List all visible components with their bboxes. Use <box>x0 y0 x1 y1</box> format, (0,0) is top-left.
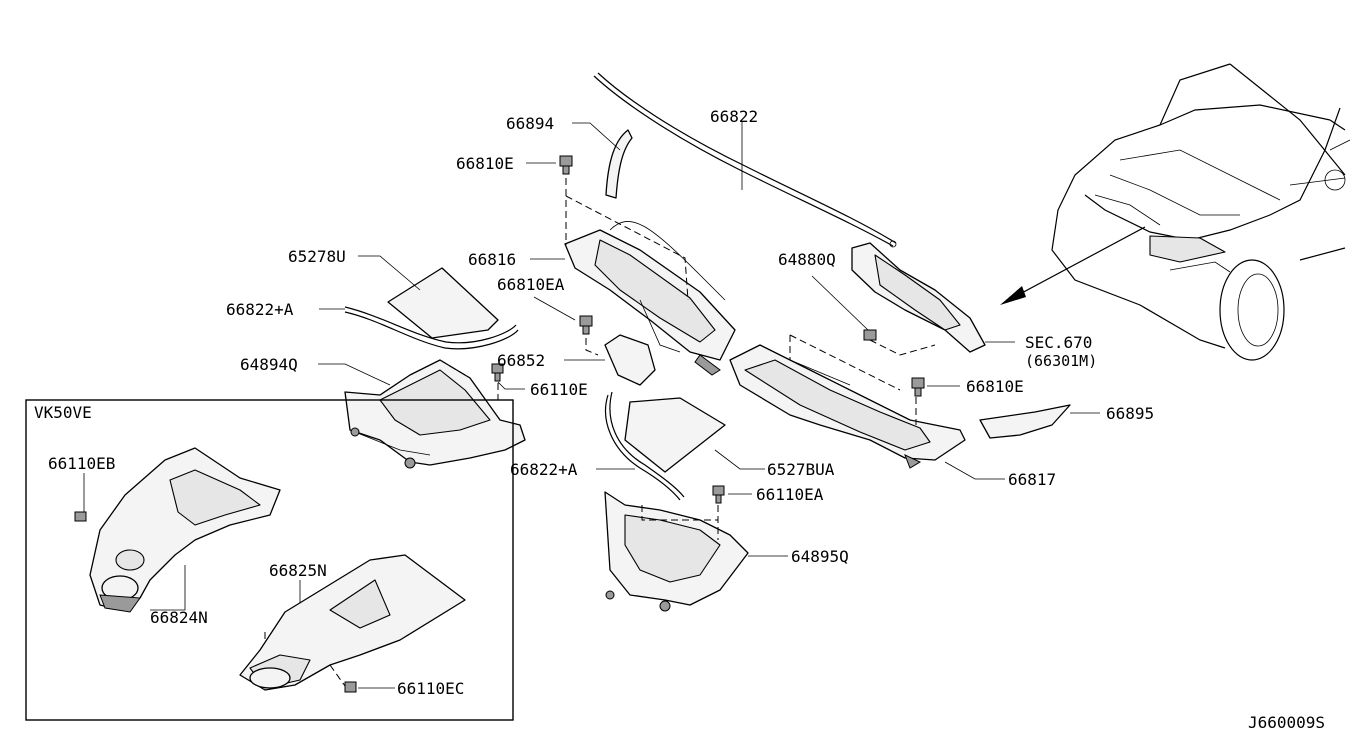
clip-66110E <box>491 363 504 382</box>
part-66822A-top-b <box>344 306 517 344</box>
part-66822A-mid <box>604 394 681 501</box>
part-66894 <box>605 129 633 199</box>
label-66852: 66852 <box>497 351 545 370</box>
label-sec-66301M: (66301M) <box>1025 352 1097 370</box>
diagram-id: J660009S <box>1248 713 1325 732</box>
label-66825N: 66825N <box>269 561 327 580</box>
label-66822A-mid: 66822+A <box>510 460 578 479</box>
part-64894Q <box>344 359 526 469</box>
label-66810E-right: 66810E <box>966 377 1024 396</box>
label-66822: 66822 <box>710 107 758 126</box>
label-66110EA: 66110EA <box>756 485 824 504</box>
label-66816: 66816 <box>468 250 516 269</box>
part-66822A-top <box>344 311 519 350</box>
part-64880Q-inner <box>874 254 961 331</box>
label-66817: 66817 <box>1008 470 1056 489</box>
part-65278U <box>387 267 499 339</box>
leader-lines <box>83 122 1100 689</box>
part-6527BUA <box>624 397 726 473</box>
label-66894: 66894 <box>506 114 554 133</box>
clip-66110EC <box>344 681 357 693</box>
label-66810E-top: 66810E <box>456 154 514 173</box>
label-64895Q: 64895Q <box>791 547 849 566</box>
part-66824N <box>89 447 281 613</box>
clip-66110EB <box>74 511 87 522</box>
label-66810EA: 66810EA <box>497 275 565 294</box>
clip-66810EA <box>579 315 593 335</box>
label-66110EC: 66110EC <box>397 679 464 698</box>
label-66824N: 66824N <box>150 608 208 627</box>
part-66895 <box>979 404 1071 439</box>
vehicle-illustration <box>1000 63 1351 361</box>
part-66822A-mid-b <box>609 391 685 498</box>
part-66825N <box>239 554 466 691</box>
alignment-lines <box>264 178 936 687</box>
hood-seal-66822 <box>593 72 897 248</box>
label-sec-670: SEC.670 <box>1025 333 1092 352</box>
variant-box-vk50ve <box>25 399 514 721</box>
clip-64880Q <box>863 329 877 341</box>
clip-66810E-top <box>559 155 573 175</box>
label-66110E: 66110E <box>530 380 588 399</box>
label-6527BUA: 6527BUA <box>767 460 835 479</box>
fasteners <box>74 155 925 693</box>
cowl-top-right-66817 <box>729 344 966 469</box>
label-64880Q: 64880Q <box>778 250 836 269</box>
clip-66810E-right <box>911 377 925 397</box>
label-66110EB: 66110EB <box>48 454 115 473</box>
label-64894Q: 64894Q <box>240 355 298 374</box>
part-64895Q <box>604 491 749 612</box>
cowl-top-left-66816 <box>564 221 736 376</box>
label-65278U: 65278U <box>288 247 346 266</box>
label-66822A-top: 66822+A <box>226 300 294 319</box>
label-vk50ve: VK50VE <box>34 403 92 422</box>
part-labels: 66894 66822 66810E 65278U 66816 66810EA … <box>34 107 1325 732</box>
clip-66110EA <box>712 485 725 504</box>
part-66852 <box>604 334 656 386</box>
label-66895: 66895 <box>1106 404 1154 423</box>
